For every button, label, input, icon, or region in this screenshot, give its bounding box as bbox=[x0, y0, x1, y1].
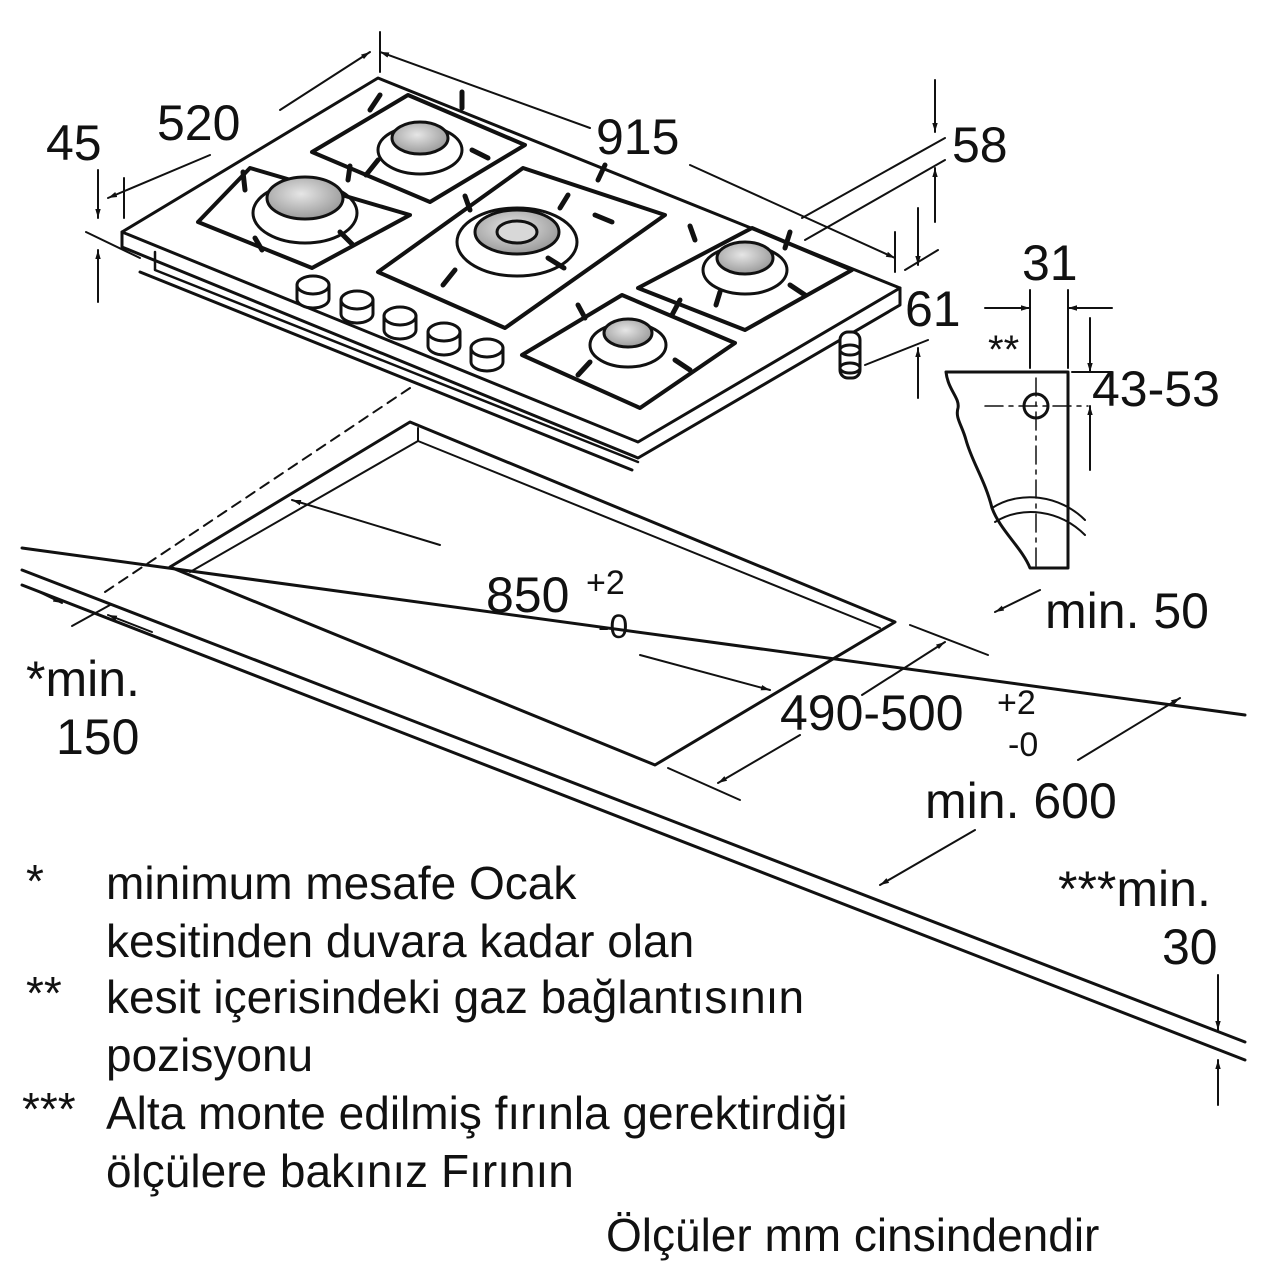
trivets bbox=[196, 93, 854, 410]
dim-cutout-width: 850 bbox=[486, 567, 570, 623]
knob-2 bbox=[339, 289, 375, 325]
dimension-lines bbox=[34, 31, 1221, 1106]
note-2-marker: ** bbox=[26, 967, 62, 1019]
dim-58: 58 bbox=[952, 117, 1008, 173]
dim-43-53: 43-53 bbox=[1092, 361, 1220, 417]
knob-3 bbox=[382, 305, 418, 341]
dim-45: 45 bbox=[46, 115, 102, 171]
dim-min-600: min. 600 bbox=[925, 773, 1117, 829]
dim-min-150-line2: 150 bbox=[56, 709, 140, 765]
note-1-line-2: kesitinden duvara kadar olan bbox=[106, 915, 695, 967]
control-knobs bbox=[295, 274, 505, 373]
knob-4 bbox=[426, 321, 462, 357]
note-2-line-2: pozisyonu bbox=[106, 1029, 314, 1081]
dim-cutout-depth: 490-500 bbox=[780, 685, 964, 741]
burner-center bbox=[455, 206, 579, 278]
dim-min-30-line2: 30 bbox=[1162, 919, 1218, 975]
gas-connection-detail bbox=[944, 289, 1113, 571]
gas-position-marker: ** bbox=[988, 328, 1020, 372]
trivet-fingers bbox=[240, 89, 808, 378]
dim-cutout-width-tol-minus: -0 bbox=[598, 608, 629, 646]
hob-body bbox=[120, 76, 902, 472]
dim-cutout-width-tol-plus: +2 bbox=[586, 564, 625, 602]
dim-520: 520 bbox=[157, 95, 241, 151]
dim-min-50: min. 50 bbox=[1045, 583, 1209, 639]
dim-cutout-depth-tol-minus: -0 bbox=[1008, 726, 1039, 764]
note-3-line-2: ölçülere bakınız Fırının bbox=[106, 1145, 574, 1197]
dim-min-150-line1: *min. bbox=[26, 651, 140, 707]
note-1-marker: * bbox=[26, 855, 44, 907]
units-footer: Ölçüler mm cinsindendir bbox=[606, 1209, 1100, 1261]
projection-line bbox=[104, 387, 411, 593]
knob-1 bbox=[295, 274, 331, 310]
burners bbox=[251, 120, 789, 369]
note-1-line-1: minimum mesafe Ocak bbox=[106, 857, 577, 909]
knob-5 bbox=[469, 337, 505, 373]
burner-top-left bbox=[376, 120, 464, 176]
dim-915: 915 bbox=[596, 109, 680, 165]
burner-front-right bbox=[588, 317, 668, 369]
dim-31: 31 bbox=[1022, 235, 1078, 291]
burner-left bbox=[251, 175, 359, 245]
note-2-line-1: kesit içerisindeki gaz bağlantısının bbox=[106, 971, 805, 1023]
burner-right bbox=[701, 240, 789, 296]
dim-61: 61 bbox=[905, 281, 961, 337]
note-3-line-1: Alta monte edilmiş fırınla gerektirdiği bbox=[106, 1087, 848, 1139]
dim-cutout-depth-tol-plus: +2 bbox=[997, 684, 1036, 722]
cutout bbox=[168, 420, 897, 767]
dim-min-30-line1: ***min. bbox=[1058, 861, 1211, 917]
note-3-marker: *** bbox=[22, 1083, 76, 1135]
countertop bbox=[20, 546, 1247, 1062]
